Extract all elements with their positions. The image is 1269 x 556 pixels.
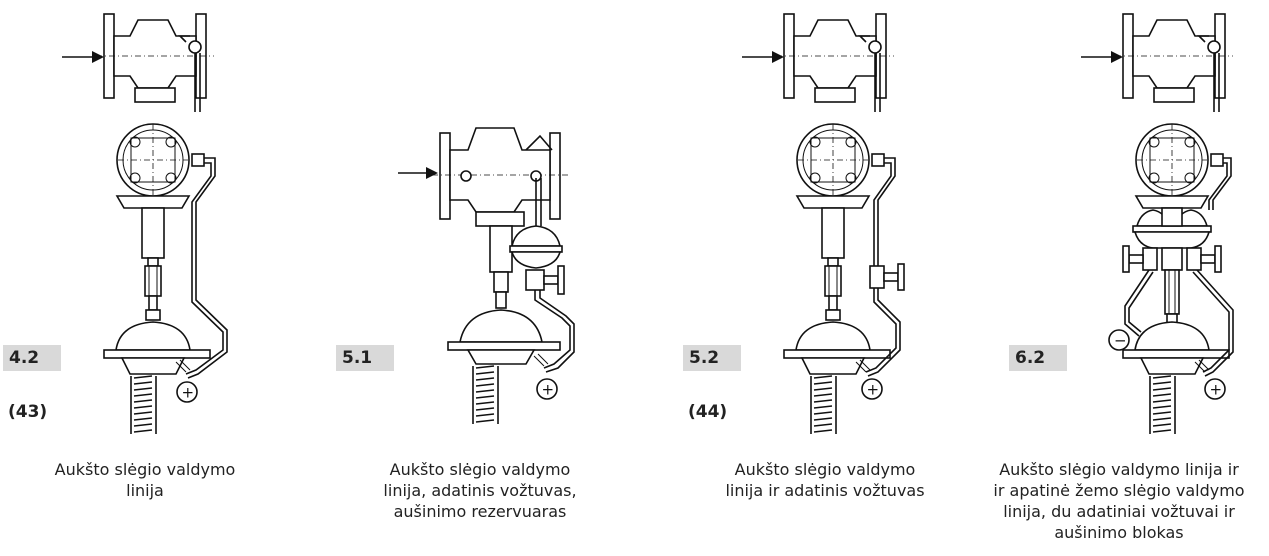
figure-5-2: + 5.2 (44) Aukšto slėgio valdymo linija … — [680, 0, 980, 556]
installation-drawing-5-2: + — [742, 13, 905, 434]
needle-valve-icon — [869, 263, 905, 291]
flange-view — [1134, 123, 1224, 209]
diaphragm-actuator-icon — [1122, 321, 1230, 375]
plus-sign-icon: + — [536, 378, 558, 400]
installation-drawing-6-2: − + — [1081, 13, 1234, 434]
figure-label: 5.1 — [336, 345, 394, 371]
flow-arrow-icon — [62, 51, 104, 63]
figure-caption: Aukšto slėgio valdymo linija ir ir apati… — [993, 460, 1245, 542]
figure-5-1: + 5.1 Aukšto slėgio valdymo linija, adat… — [330, 0, 630, 556]
svg-text:+: + — [867, 381, 880, 399]
valve-body-icon — [96, 13, 214, 112]
flange-view — [115, 123, 205, 209]
diaphragm-actuator-icon — [447, 309, 561, 365]
control-line — [175, 157, 228, 379]
flow-arrow-icon — [1081, 51, 1123, 63]
valve-stem — [141, 207, 165, 321]
control-line — [1124, 157, 1234, 377]
figure-caption: Aukšto slėgio valdymo linija — [54, 460, 236, 500]
valve-body-icon — [1115, 13, 1233, 112]
spring-icon — [472, 365, 499, 424]
spring-icon — [810, 375, 837, 434]
plus-sign-icon: + — [861, 378, 883, 400]
spring-icon — [1149, 375, 1176, 434]
valve-body-icon — [432, 127, 570, 227]
flange-view — [795, 123, 885, 209]
svg-text:+: + — [182, 384, 195, 402]
plus-sign-icon: + — [176, 381, 198, 403]
spring-icon — [130, 375, 157, 434]
valve-body-icon — [776, 13, 894, 112]
valve-stem — [489, 225, 513, 309]
figure-label: 6.2 — [1009, 345, 1067, 371]
svg-text:+: + — [542, 381, 555, 399]
figure-label: 4.2 — [3, 345, 61, 371]
cooling-block — [1132, 207, 1212, 249]
installation-drawing-5-1: + — [398, 127, 575, 424]
svg-text:−: − — [1114, 332, 1127, 350]
figure-6-2: − + 6.2 Aukšto slėgio valdymo linija ir … — [969, 0, 1269, 556]
diaphragm-actuator-icon — [783, 321, 891, 375]
figure-reference: (43) — [8, 402, 48, 422]
flow-arrow-icon — [742, 51, 784, 63]
installation-drawing-4-2: + — [62, 13, 228, 434]
cooling-tank — [509, 178, 563, 269]
figure-caption: Aukšto slėgio valdymo linija ir adatinis… — [725, 460, 925, 500]
figure-label: 5.2 — [683, 345, 741, 371]
diaphragm-actuator-icon — [103, 321, 211, 375]
control-line — [855, 157, 901, 377]
minus-sign-icon: − — [1108, 329, 1130, 351]
svg-text:+: + — [1210, 381, 1223, 399]
needle-valve-icon — [1122, 245, 1222, 273]
figure-caption: Aukšto slėgio valdymo linija, adatinis v… — [383, 460, 577, 521]
plus-sign-icon: + — [1204, 378, 1226, 400]
flow-arrow-icon — [398, 167, 438, 179]
valve-stem — [1161, 247, 1183, 325]
valve-stem — [821, 207, 845, 321]
control-line — [533, 290, 575, 373]
needle-valve-icon — [525, 265, 565, 295]
figure-reference: (44) — [688, 402, 728, 422]
figure-4-2: + 4.2 (43) Aukšto slėgio valdymo linija — [0, 0, 300, 556]
